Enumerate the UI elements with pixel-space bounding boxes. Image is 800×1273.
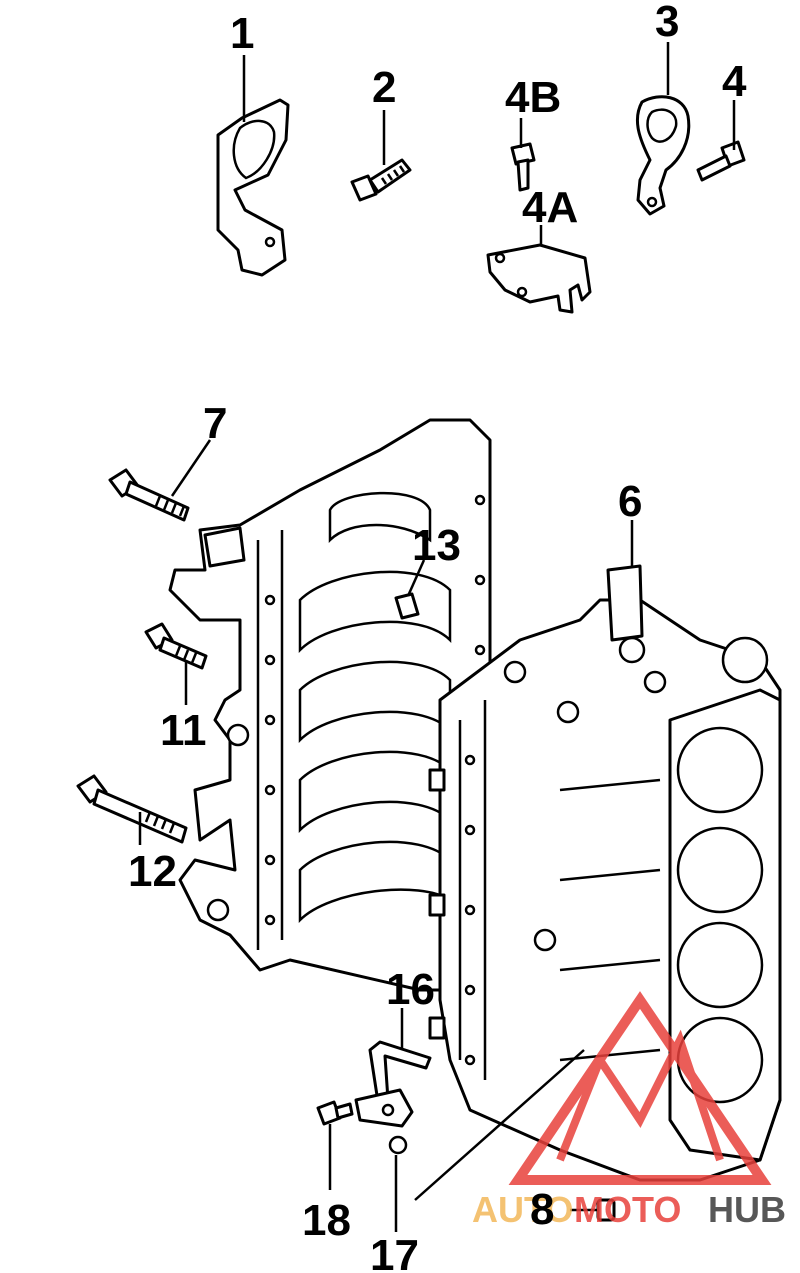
part-16-fitting — [354, 1040, 432, 1128]
callout-8: 8 — [530, 1185, 554, 1234]
callout-labels: 1 2 3 4 4B 4A 7 6 13 11 12 16 18 8 17 — [128, 0, 747, 1273]
part-4-screw — [696, 140, 746, 182]
watermark-logo: AUTO MOTO HUB — [472, 991, 786, 1230]
callout-3: 3 — [655, 0, 679, 46]
callout-13: 13 — [412, 521, 461, 570]
part-12-bolt — [76, 774, 188, 844]
part-17-o-ring — [388, 1135, 408, 1155]
watermark-text-moto: MOTO — [574, 1189, 681, 1230]
callout-4: 4 — [722, 57, 747, 106]
callout-7: 7 — [203, 399, 227, 448]
part-4b-bolt — [510, 142, 536, 192]
part-18-bolt — [316, 1100, 354, 1126]
part-1-bracket — [216, 98, 290, 277]
part-3-lever — [635, 95, 691, 216]
watermark-m-shape — [556, 1029, 724, 1162]
callout-12: 12 — [128, 847, 177, 896]
callout-17: 17 — [370, 1231, 419, 1273]
part-11-bolt — [144, 622, 208, 670]
part-7-bolt — [108, 468, 190, 522]
callout-18: 18 — [302, 1196, 351, 1245]
leader-lines — [138, 42, 736, 1232]
watermark-triangle — [508, 991, 772, 1185]
watermark-text-hub: HUB — [708, 1189, 786, 1230]
callout-11: 11 — [160, 706, 207, 755]
callout-1: 1 — [230, 9, 254, 58]
part-2-bolt — [350, 158, 412, 202]
part-4a-plate — [486, 243, 592, 314]
callout-2: 2 — [372, 63, 396, 112]
watermark-text-auto: AUTO — [472, 1189, 573, 1230]
callout-6: 6 — [618, 477, 642, 526]
callout-4b: 4B — [505, 73, 561, 122]
callout-16: 16 — [386, 965, 435, 1014]
callout-4a: 4A — [522, 183, 578, 232]
cylinder-block — [428, 564, 782, 1182]
